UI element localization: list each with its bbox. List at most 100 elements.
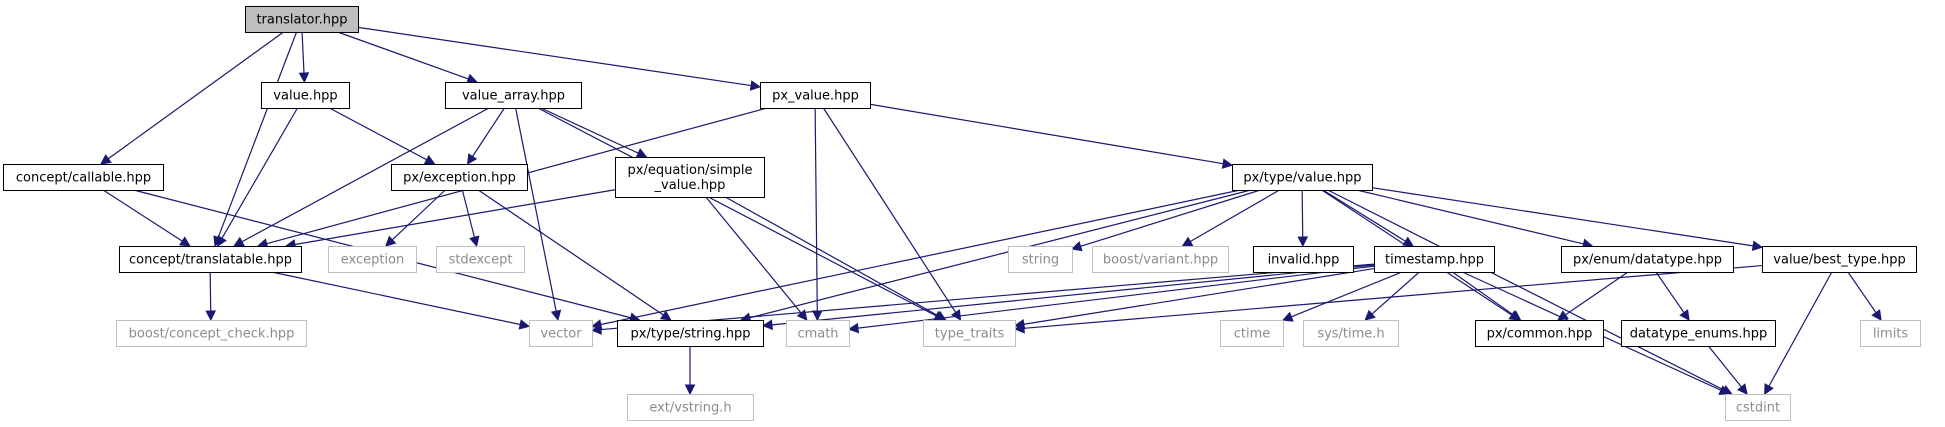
edge-line (600, 189, 1241, 326)
node-value-best-type-hpp[interactable]: value/best_type.hpp (1762, 246, 1917, 273)
node-label-line: ctime (1234, 327, 1271, 342)
node-label: value/best_type.hpp (1773, 253, 1905, 268)
node-value-hpp[interactable]: value.hpp (261, 82, 350, 109)
edge-px-enum-datatype-hpp-to-px-common-hpp (1557, 271, 1629, 321)
node-label-line: limits (1873, 327, 1909, 342)
node-box (529, 320, 593, 347)
arrowhead-icon (1364, 309, 1376, 321)
node-label: vector (540, 327, 582, 342)
arrowhead-icon (1221, 158, 1234, 169)
edge-timestamp-hpp-to-cmath (847, 265, 1375, 334)
arrowhead-icon (1557, 310, 1569, 321)
node-px-enum-datatype-hpp[interactable]: px/enum/datatype.hpp (1561, 246, 1734, 273)
node-label: px/type/string.hpp (631, 327, 751, 342)
node-label: translator.hpp (256, 13, 347, 28)
node-label-line: vector (540, 327, 582, 342)
edge-translator-hpp-to-px-value-hpp (357, 26, 762, 91)
arrowhead-icon (1070, 241, 1083, 252)
node-px-exception-hpp[interactable]: px/exception.hpp (391, 164, 528, 191)
node-exception: exception (328, 246, 417, 273)
edge-value-best-type-hpp-to-limits (1847, 271, 1882, 321)
edge-line (391, 189, 446, 241)
node-concept-callable-hpp[interactable]: concept/callable.hpp (3, 164, 164, 191)
node-label: ext/vstring.h (649, 401, 731, 416)
edge-line (1371, 187, 1754, 247)
node-datatype-enums-hpp[interactable]: datatype_enums.hpp (1621, 320, 1776, 347)
edge-px-equation-simple-value-hpp-to-concept-translatable-hpp (284, 189, 616, 250)
edge-value-array-hpp-to-px-exception-hpp (466, 107, 505, 165)
node-box (261, 82, 350, 109)
edge-line (600, 263, 1375, 331)
node-px-equation-simple-value-hpp[interactable]: px/equation/simple_value.hpp (615, 157, 765, 198)
node-label: cstdint (1736, 401, 1780, 416)
node-invalid-hpp[interactable]: invalid.hpp (1253, 246, 1354, 273)
node-label-line: sys/time.h (1317, 327, 1384, 342)
node-px-value-hpp[interactable]: px_value.hpp (760, 82, 871, 109)
node-box (1762, 246, 1917, 273)
edge-line (472, 107, 505, 157)
node-box (391, 164, 528, 191)
node-type-traits: type_traits (923, 320, 1016, 347)
edge-line (1327, 189, 1724, 391)
node-label-line: boost/variant.hpp (1103, 253, 1218, 268)
edge-line (1655, 271, 1685, 313)
edge-timestamp-hpp-to-type-traits (1013, 267, 1375, 330)
arrowhead-icon (518, 319, 531, 330)
node-box (786, 320, 850, 347)
edge-px-type-value-hpp-to-boost-variant-hpp (1181, 189, 1280, 247)
node-box (1303, 320, 1399, 347)
node-limits: limits (1860, 320, 1921, 347)
node-timestamp-hpp[interactable]: timestamp.hpp (1374, 246, 1495, 273)
edge-line (857, 265, 1375, 329)
node-sys-time-h: sys/time.h (1303, 320, 1399, 347)
edge-line (337, 31, 469, 80)
node-px-common-hpp[interactable]: px/common.hpp (1475, 320, 1604, 347)
arrowhead-icon (384, 235, 397, 247)
arrowhead-icon (749, 80, 762, 91)
edge-translator-hpp-to-value-hpp (298, 31, 310, 84)
node-box (617, 320, 764, 347)
node-concept-translatable-hpp[interactable]: concept/translatable.hpp (119, 246, 302, 273)
node-cstdint: cstdint (1725, 394, 1791, 421)
node-translator-hpp: translator.hpp (245, 6, 359, 33)
edge-line (1080, 189, 1261, 247)
edge-px-value-hpp-to-px-type-value-hpp (869, 103, 1234, 169)
edge-line (1565, 271, 1629, 316)
node-string: string (1008, 246, 1073, 273)
node-box (1092, 246, 1229, 273)
edge-timestamp-hpp-to-px-type-string-hpp (761, 264, 1375, 331)
edge-line (1707, 345, 1742, 388)
node-label: px/common.hpp (1487, 327, 1593, 342)
node-label-line: px_value.hpp (772, 89, 859, 104)
edge-line (1847, 271, 1877, 313)
node-label: ctime (1234, 327, 1271, 342)
node-box (245, 6, 359, 33)
node-box (923, 320, 1016, 347)
node-box (3, 164, 164, 191)
node-px-type-value-hpp[interactable]: px/type/value.hpp (1232, 164, 1373, 191)
edge-line (705, 196, 802, 314)
node-label: value_array.hpp (462, 89, 565, 104)
edge-line (1371, 271, 1420, 315)
edge-concept-translatable-hpp-to-boost-concept-check-hpp (205, 271, 217, 322)
edge-px-exception-hpp-to-stdexcept (461, 189, 480, 248)
edge-line (869, 103, 1224, 165)
node-value-array-hpp[interactable]: value_array.hpp (445, 82, 582, 109)
node-label-line: value/best_type.hpp (1773, 253, 1905, 268)
edge-line (329, 107, 427, 161)
node-label-line: px/common.hpp (1487, 327, 1593, 342)
node-label: px/type/value.hpp (1243, 171, 1361, 186)
edge-px-type-value-hpp-to-px-enum-datatype-hpp (1356, 189, 1594, 249)
edge-value-array-hpp-to-vector (515, 107, 562, 322)
edge-line (1452, 271, 1514, 316)
edge-line (271, 271, 521, 326)
arrowhead-icon (298, 72, 310, 84)
node-px-type-string-hpp[interactable]: px/type/string.hpp (617, 320, 764, 347)
node-label: concept/translatable.hpp (129, 253, 292, 268)
node-label: cmath (797, 327, 838, 342)
node-box (1253, 246, 1354, 273)
node-label: datatype_enums.hpp (1630, 327, 1768, 342)
arrowhead-icon (659, 310, 672, 321)
edge-line (749, 189, 1252, 319)
arrowhead-icon (1281, 311, 1294, 322)
